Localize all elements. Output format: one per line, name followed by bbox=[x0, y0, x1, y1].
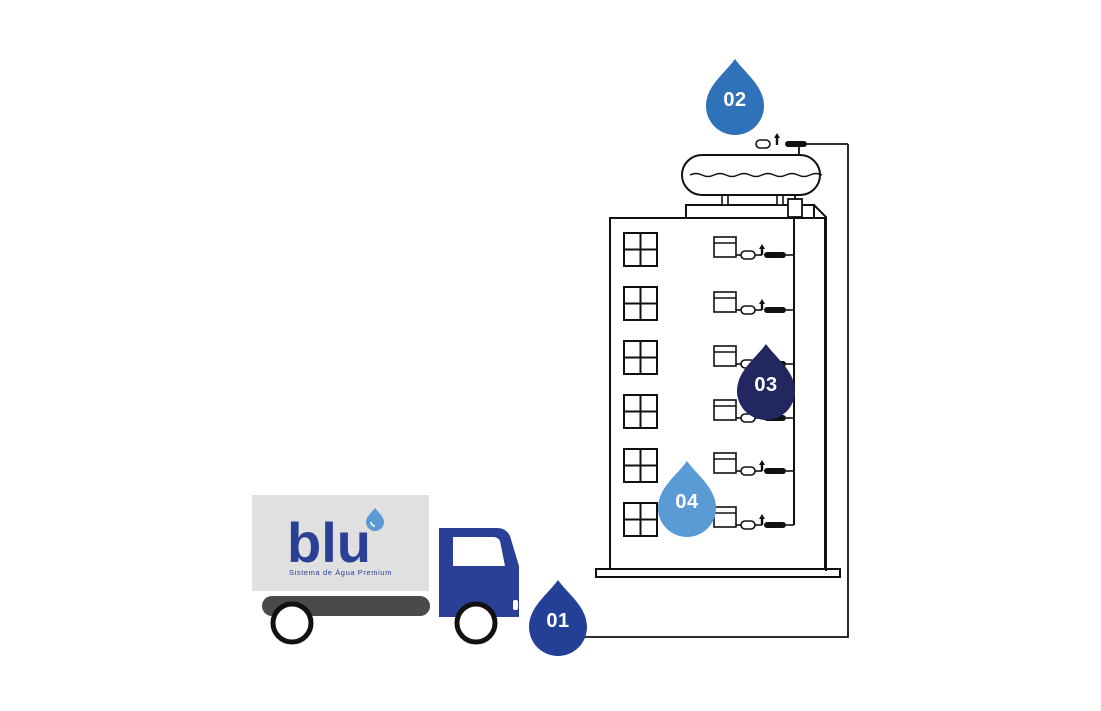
roof-parapet bbox=[685, 204, 815, 219]
logo-drop-icon bbox=[366, 508, 384, 531]
tank-stand bbox=[721, 194, 729, 206]
window bbox=[623, 394, 658, 429]
step-number: 01 bbox=[546, 610, 569, 632]
tank-outlet bbox=[787, 198, 803, 218]
tank-inlet-valve bbox=[755, 133, 848, 155]
step-marker-01: 01 bbox=[529, 580, 587, 656]
step-marker-03: 03 bbox=[737, 344, 795, 420]
step-marker-02: 02 bbox=[706, 59, 764, 135]
truck-cargo-panel bbox=[252, 495, 429, 591]
rooftop-tank bbox=[681, 133, 848, 218]
building bbox=[595, 204, 841, 578]
building-base bbox=[595, 568, 841, 578]
supply-pipe bbox=[582, 144, 849, 638]
step-number: 04 bbox=[675, 491, 699, 513]
delivery-truck: blu Sistema de Água Premium bbox=[252, 495, 519, 645]
window bbox=[623, 502, 658, 537]
brand-logo: blu Sistema de Água Premium bbox=[287, 508, 392, 577]
truck-headlight bbox=[513, 600, 518, 610]
brand-logo-text: blu bbox=[287, 511, 371, 574]
truck-window bbox=[453, 537, 505, 566]
step-number: 03 bbox=[754, 374, 777, 396]
step-markers: 01 02 03 04 bbox=[529, 59, 795, 656]
outer-pipe bbox=[813, 204, 827, 571]
brand-tagline: Sistema de Água Premium bbox=[289, 568, 392, 577]
window bbox=[623, 232, 658, 267]
window bbox=[623, 286, 658, 321]
window bbox=[623, 448, 658, 483]
window bbox=[623, 340, 658, 375]
truck-wheel-rear bbox=[270, 601, 314, 645]
truck-wheel-front bbox=[454, 601, 498, 645]
step-number: 02 bbox=[723, 89, 746, 111]
tank-stand bbox=[776, 194, 784, 206]
water-level bbox=[689, 172, 823, 178]
step-marker-04: 04 bbox=[658, 461, 716, 537]
